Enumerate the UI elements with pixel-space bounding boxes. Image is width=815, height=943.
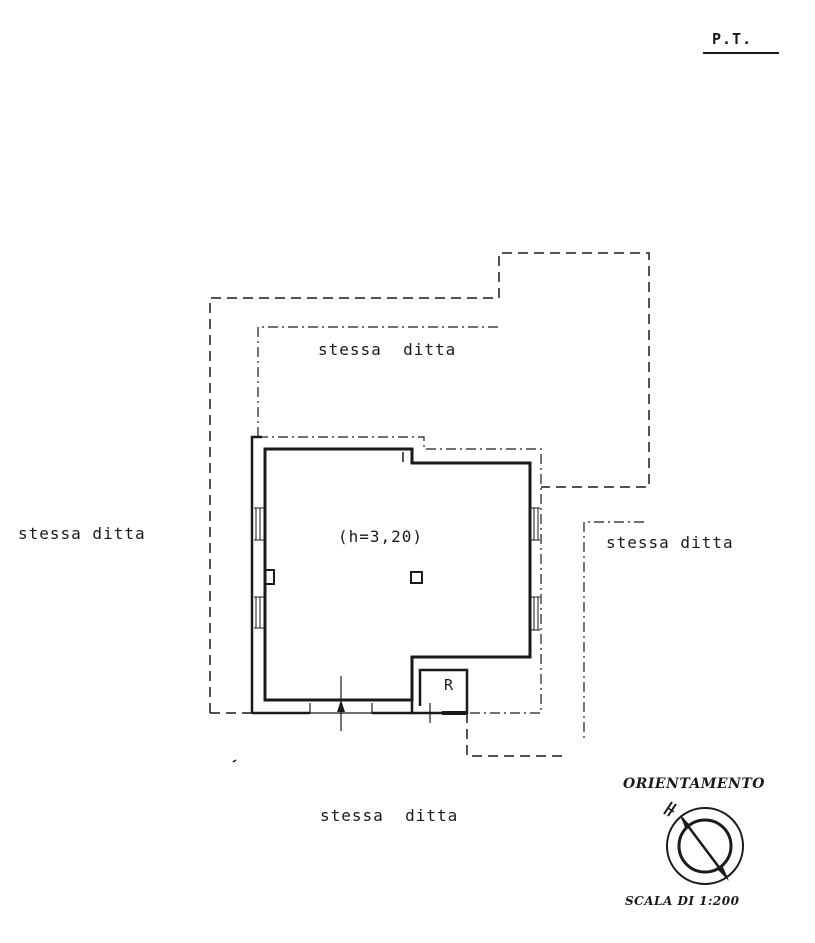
stray-mark (232, 759, 237, 763)
scale-label: SCALA DI 1:200 (625, 894, 740, 908)
neighbor-south-label: stessa ditta (320, 806, 459, 825)
small-room-label: R (444, 676, 455, 694)
entrance-arrow-icon (337, 676, 345, 731)
neighbor-west-label: stessa ditta (18, 524, 146, 543)
neighbor-north-label: stessa ditta (318, 340, 457, 359)
west-window-upper (254, 507, 264, 541)
east-window-lower (529, 596, 540, 631)
compass-icon (663, 801, 744, 885)
inner-property-boundary (257, 326, 499, 437)
eave-line (258, 436, 542, 714)
floor-label: P.T. (712, 30, 753, 48)
orientation-title: ORIENTAMENTO (623, 776, 765, 792)
east-window-upper (529, 507, 540, 541)
neighbor-east-label: stessa ditta (606, 533, 734, 552)
west-window-lower (254, 596, 264, 629)
floor-label-underline (703, 52, 779, 54)
central-column (410, 571, 423, 584)
outer-property-boundary (209, 252, 650, 713)
room-height-label: (h=3,20) (338, 527, 424, 546)
small-room-wall (410, 668, 469, 715)
south-east-boundary (466, 713, 566, 757)
west-pilaster (265, 569, 275, 585)
main-room-wall (263, 447, 532, 702)
building-outer-wall (250, 435, 262, 713)
east-lower-boundary (583, 521, 644, 741)
